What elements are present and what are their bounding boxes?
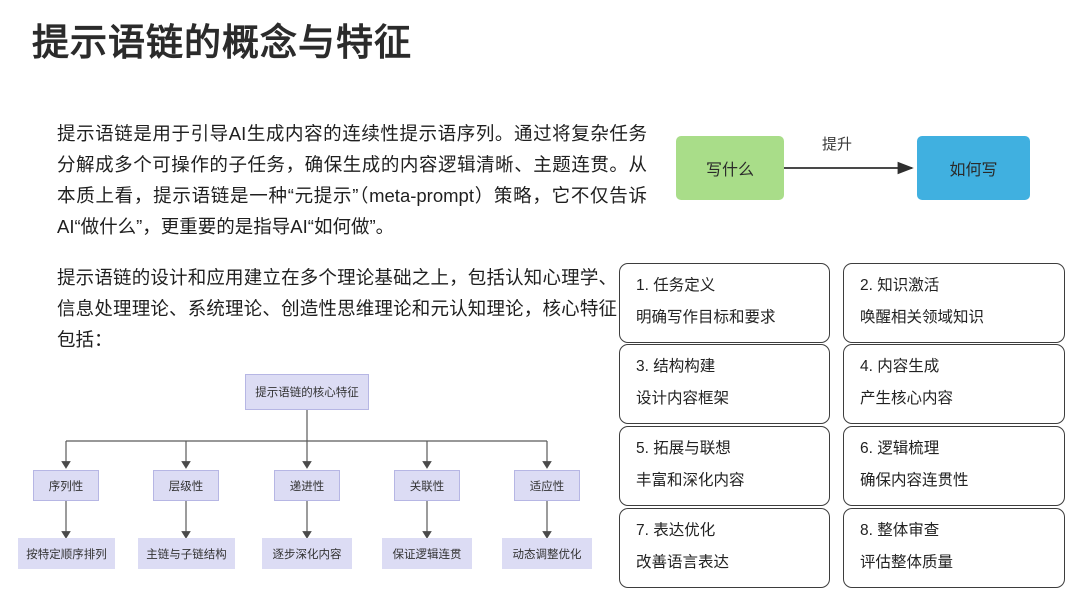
stage-card-title: 6. 逻辑梳理: [860, 440, 940, 457]
tree-leaf-node-2[interactable]: 主链与子链结构: [138, 538, 235, 569]
stage-card-desc: 产生核心内容: [860, 389, 954, 407]
stage-card-5[interactable]: 5. 拓展与联想 丰富和深化内容: [619, 426, 830, 506]
stage-card-3[interactable]: 3. 结构构建 设计内容框架: [619, 344, 830, 424]
stage-card-7[interactable]: 7. 表达优化 改善语言表达: [619, 508, 830, 588]
stage-card-desc: 确保内容连贯性: [860, 471, 969, 489]
tree-branch-node-2[interactable]: 层级性: [153, 470, 219, 501]
theory-paragraph: 提示语链的设计和应用建立在多个理论基础之上，包括认知心理学、信息处理理论、系统理…: [57, 267, 617, 350]
flow-arrow-label: 提升: [822, 136, 853, 153]
flow-node-source[interactable]: 写什么: [676, 136, 784, 200]
stage-card-title: 5. 拓展与联想: [636, 440, 731, 457]
stage-card-8[interactable]: 8. 整体审查 评估整体质量: [843, 508, 1065, 588]
stage-card-desc: 改善语言表达: [636, 553, 730, 571]
stage-card-desc: 唤醒相关领域知识: [860, 308, 985, 326]
stage-card-1[interactable]: 1. 任务定义 明确写作目标和要求: [619, 263, 830, 343]
stage-card-6[interactable]: 6. 逻辑梳理 确保内容连贯性: [843, 426, 1065, 506]
tree-branch-node-4[interactable]: 关联性: [394, 470, 460, 501]
tree-leaf-node-4[interactable]: 保证逻辑连贯: [382, 538, 472, 569]
stage-card-title: 1. 任务定义: [636, 277, 716, 294]
stage-card-title: 2. 知识激活: [860, 277, 940, 294]
tree-branch-node-1[interactable]: 序列性: [33, 470, 99, 501]
stage-card-desc: 明确写作目标和要求: [636, 308, 776, 326]
tree-branch-node-3[interactable]: 递进性: [274, 470, 340, 501]
tree-leaf-node-1[interactable]: 按特定顺序排列: [18, 538, 115, 569]
intro-paragraph: 提示语链是用于引导AI生成内容的连续性提示语序列。通过将复杂任务分解成多个可操作…: [57, 123, 647, 237]
tree-branch-node-5[interactable]: 适应性: [514, 470, 580, 501]
stage-card-2[interactable]: 2. 知识激活 唤醒相关领域知识: [843, 263, 1065, 343]
stage-card-desc: 评估整体质量: [860, 553, 954, 571]
flow-node-target[interactable]: 如何写: [917, 136, 1030, 200]
page-title: 提示语链的概念与特征: [32, 22, 412, 63]
stage-card-desc: 丰富和深化内容: [636, 471, 745, 489]
stage-card-title: 3. 结构构建: [636, 358, 716, 375]
stage-card-title: 4. 内容生成: [860, 358, 940, 375]
stage-card-4[interactable]: 4. 内容生成 产生核心内容: [843, 344, 1065, 424]
stage-card-title: 7. 表达优化: [636, 522, 716, 539]
stage-card-desc: 设计内容框架: [636, 389, 730, 407]
tree-root-node[interactable]: 提示语链的核心特征: [245, 374, 369, 410]
tree-leaf-node-5[interactable]: 动态调整优化: [502, 538, 592, 569]
stage-card-title: 8. 整体审查: [860, 522, 940, 539]
tree-leaf-node-3[interactable]: 逐步深化内容: [262, 538, 352, 569]
